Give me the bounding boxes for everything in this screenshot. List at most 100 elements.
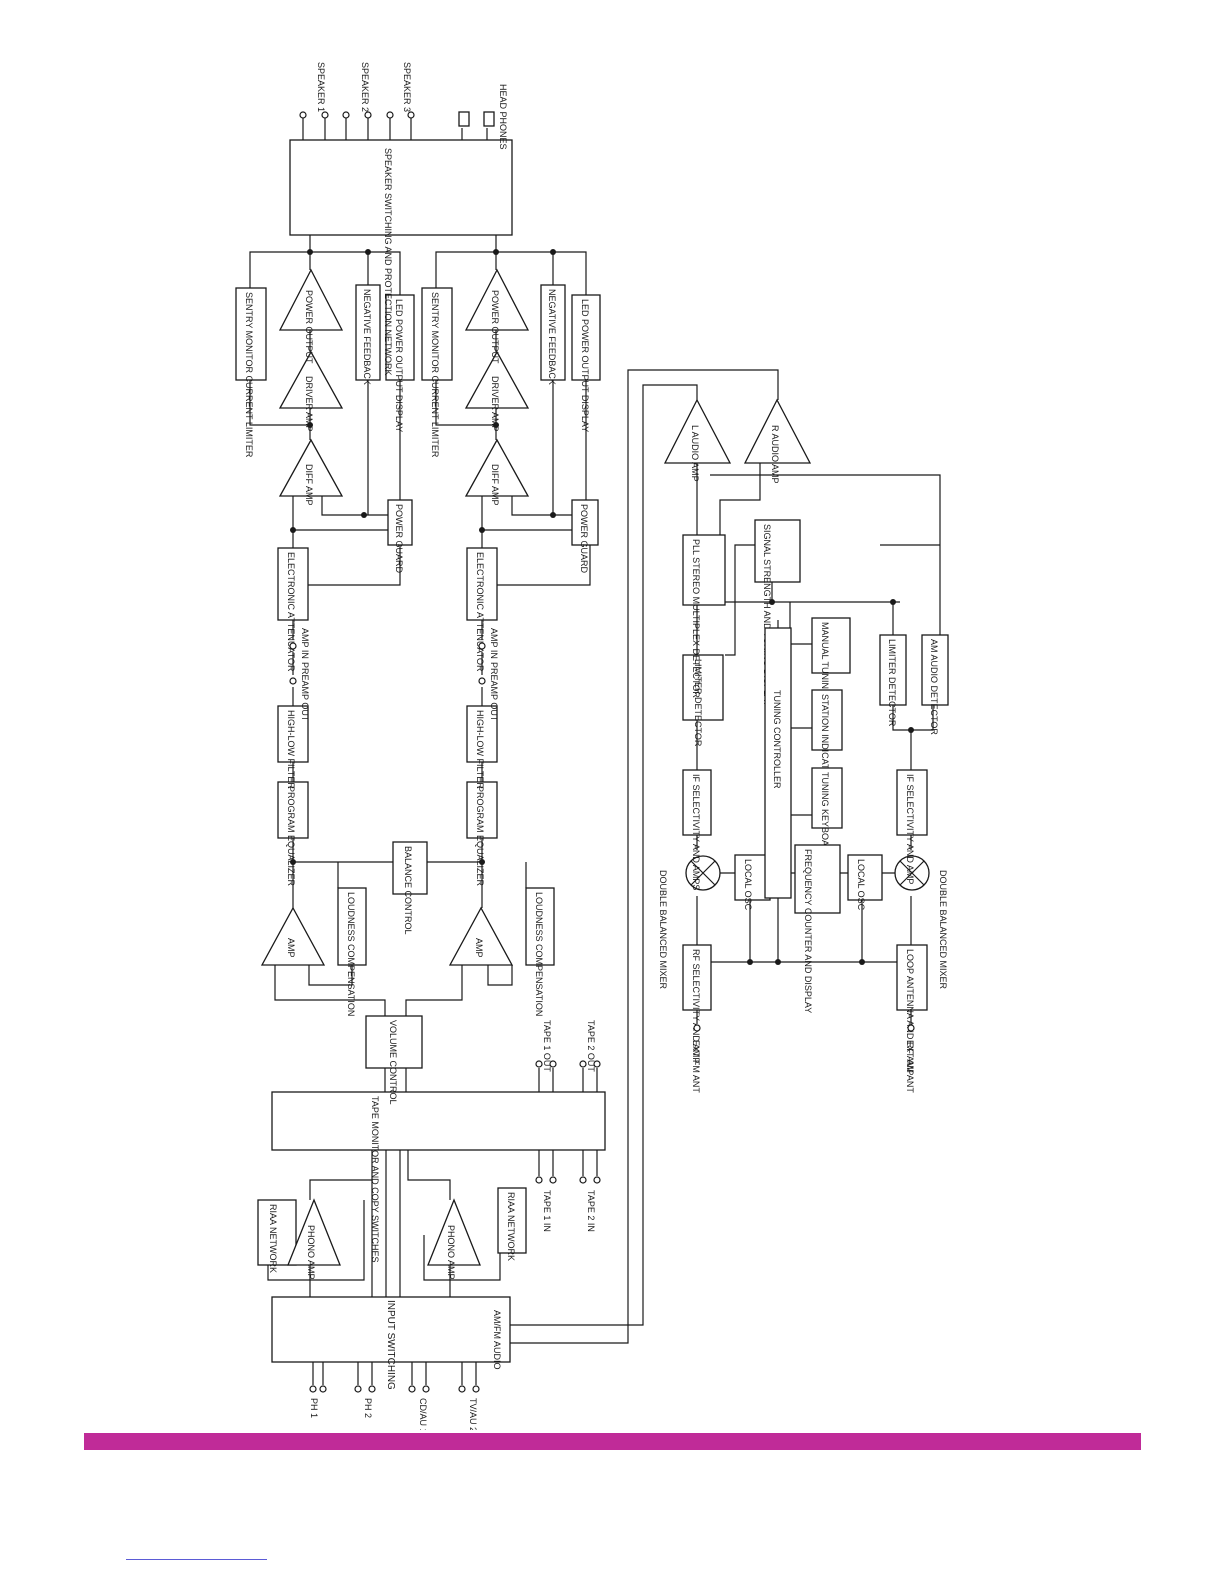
manual-tuning-control [811,617,851,674]
negative-feedback-top [355,284,381,381]
sentry-top-label: SENTRY MONITOR CURRENT LIMITER [244,292,254,458]
negative-feedback-bottom [540,284,566,381]
signal-strength-display [754,519,801,583]
ph1-label: PH 1 [309,1398,319,1418]
speaker3-label: SPEAKER 3 [402,62,412,112]
local-osc-fm [734,854,771,901]
attenuator-bottom-label: ELECTRONIC ATTENUATOR [475,552,485,672]
diff-amp-top [278,438,344,497]
volume-control-label: VOLUME CONTROL [388,1020,398,1105]
speaker-switching-block [289,139,513,236]
amp-bottom-label: AMP [474,938,484,958]
input-switching-block [271,1296,511,1363]
manual-tuning-label: MANUAL TUNING CONTROL [820,622,830,743]
input-switching-label: INPUT SWITCHING [385,1300,396,1390]
riaa-network-top [257,1199,297,1266]
sentry-bottom-label: SENTRY MONITOR CURRENT LIMITER [430,292,440,458]
loudness-compensation-top [337,887,367,966]
phono-amp-top-label: PHONO AMP [306,1225,316,1280]
if-selectivity-amp-label: IF SELECTIVITY AND AMP [905,774,915,884]
power-output-top [278,268,344,331]
led-top-label: LED POWER OUTPUT DISPLAY [394,299,404,432]
electronic-attenuator-bottom [466,547,498,621]
rf-selectivity-amp [682,944,712,1011]
cd-au1-label: CD/AU 1 [418,1398,428,1430]
power-guard-bottom [571,499,599,546]
am-fm-audio-label: AM/FM AUDIO [492,1310,502,1370]
station-indicator [811,689,843,751]
loudness-bottom-label: LOUDNESS COMPENSATION [534,892,544,1016]
diff-amp-bottom-label: DIFF AMP [490,464,500,506]
ph2-label: PH 2 [363,1398,373,1418]
driver-amp-bottom-label: DRIVER AMP [490,376,500,432]
program-equalizer-bottom [466,781,498,839]
mixer-fm-label: DOUBLE BALANCED MIXER [658,870,668,990]
power-guard-bottom-label: POWER GUARD [579,504,589,574]
diff-amp-top-label: DIFF AMP [304,464,314,506]
footer-rule [126,1559,267,1560]
filter-top-label: HIGH-LOW FILTER [286,710,296,789]
tuning-keyboard-label: TUNING KEYBOARD [820,772,830,860]
headphone-jack-left [458,111,470,127]
local-osc-am-label: LOCAL OSC [856,859,866,911]
junction-dots [290,249,914,965]
limiter-detector-am [879,634,907,706]
terminals: PH 1 PH 2 CD/AU 1 TV/AU 2 TAPE 1 IN TAPE… [289,62,915,1430]
balance-control-block [392,841,428,895]
tuning-keyboard [811,767,843,829]
feedback-bottom-label: NEGATIVE FEEDBACK [547,289,557,385]
station-indicator-label: STATION INDICATOR [820,694,830,783]
amp-top [260,906,326,966]
if-selectivity-amp [896,769,928,836]
l-audio-amp-label: L AUDIO AMP [690,425,700,482]
pll-stereo-label: PLL STEREO MULTIPLEX DETECTOR [691,539,701,698]
frequency-counter [794,844,841,914]
balance-control-label: BALANCE CONTROL [403,846,413,935]
amp-bottom [448,906,514,966]
tape-monitor-block [271,1091,606,1151]
program-eq-bottom-label: PROGRAM EQUALIZER [475,786,485,887]
amp-top-label: AMP [286,938,296,958]
led-display-top [385,294,415,381]
riaa-network-top-label: RIAA NETWORK [268,1204,278,1273]
loop-antenna-rf-amp [896,944,928,1011]
am-audio-detector [921,634,949,706]
local-osc-fm-label: LOCAL OSC [743,859,753,911]
led-bottom-label: LED POWER OUTPUT DISPLAY [580,299,590,432]
power-guard-top-label: POWER GUARD [394,504,404,574]
sentry-monitor-top [235,287,267,381]
riaa-network-bottom-label: RIAA NETWORK [506,1192,516,1261]
driver-amp-top-label: DRIVER AMP [304,376,314,432]
program-equalizer-top [277,781,309,839]
sentry-monitor-bottom [421,287,453,381]
amp-in-bottom-label: AMP IN [489,628,499,659]
phono-amp-bottom [427,1198,481,1266]
power-output-top-label: POWER OUTPUT [304,290,314,364]
speaker-switching-label: SPEAKER SWITCHING AND PROTECTION NETWORK [383,148,393,376]
power-output-bottom-label: POWER OUTPUT [490,290,500,364]
driver-amp-top [278,350,344,409]
amp-in-top-label: AMP IN [300,628,310,659]
limiter-am-label: LIMITER DETECTOR [887,639,897,727]
if-selectivity-amps-label: IF SELECTIVITY AND AMPS [691,774,701,890]
tuning-controller-label: TUNING CONTROLLER [772,690,782,789]
led-display-bottom [571,294,601,381]
riaa-network-bottom [497,1187,527,1254]
tape2-in-label: TAPE 2 IN [586,1190,596,1232]
tape-monitor-label: TAPE MONITOR AND COPY SWITCHES [370,1096,380,1263]
local-osc-am [847,854,883,901]
loudness-top-label: LOUDNESS COMPENSATION [346,892,356,1016]
svg-text:AM/FM AUDIO: AM/FM AUDIO [492,1310,502,1370]
ext-am-ant-label: EXT AM ANT [905,1040,915,1093]
receiver-block-diagram: INPUT SWITCHING AM/FM AUDIO RIAA NETWORK… [235,62,949,1430]
frequency-counter-label: FREQUENCY COUNTER AND DISPLAY [803,849,813,1013]
limiter-fm-label: LIMITER DETECTOR [693,659,703,747]
program-eq-top-label: PROGRAM EQUALIZER [286,786,296,887]
signal-lines [249,118,941,1385]
volume-control-block [365,1015,423,1069]
tape1-out-label: TAPE 1 OUT [542,1020,552,1072]
speaker2-label: SPEAKER 2 [360,62,370,112]
phono-amp-top [287,1198,341,1266]
l-audio-amp [663,398,732,464]
am-audio-detector-label: AM AUDIO DETECTOR [929,639,939,735]
